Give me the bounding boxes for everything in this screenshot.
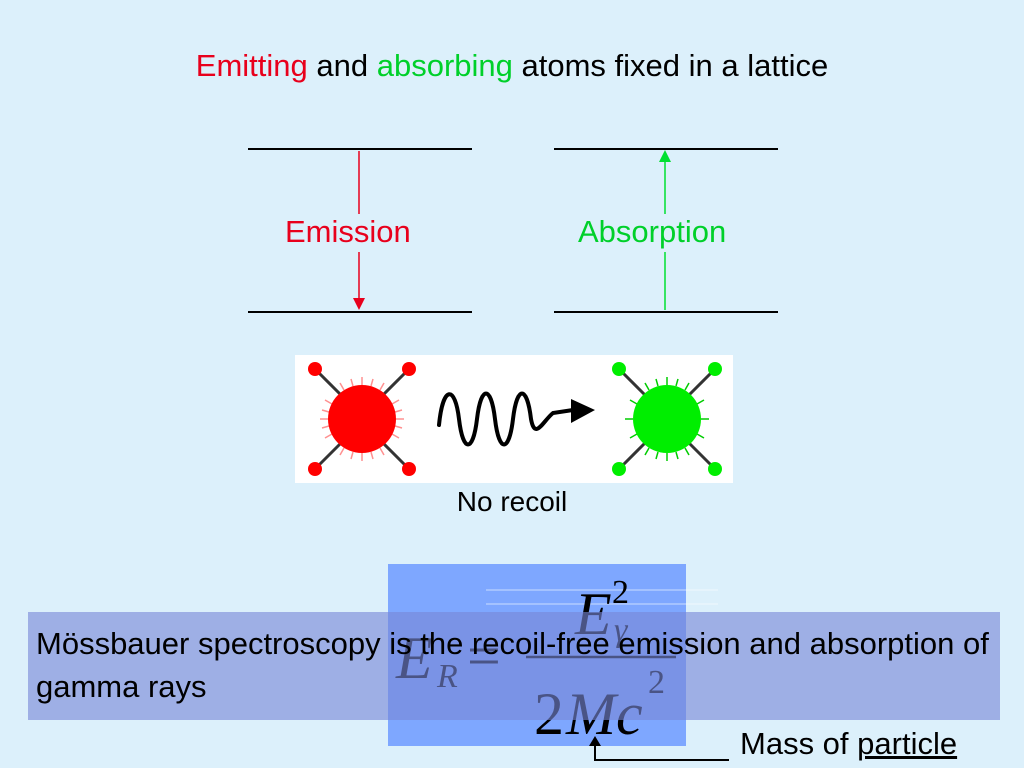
pointer-arrow-icon: [589, 736, 729, 761]
title-and: and: [316, 48, 369, 83]
formula-num-sup: 2: [612, 574, 629, 611]
wave-arrow-icon: [437, 391, 595, 447]
statement-box: [28, 612, 1000, 720]
no-recoil-caption: No recoil: [456, 486, 568, 517]
absorber-atom-icon: [612, 362, 722, 476]
down-arrow-icon: [353, 151, 365, 310]
title-emitting: Emitting: [195, 48, 308, 83]
mass-of-particle-label: Mass of particle: [740, 726, 957, 762]
formula-decoration: [486, 589, 718, 605]
slide-title: Emitting and absorbing atoms fixed in a …: [0, 48, 1024, 84]
mass-label-word: particle: [857, 726, 958, 761]
title-absorbing: absorbing: [376, 48, 513, 83]
up-arrow-icon: [659, 150, 671, 310]
mass-label-prefix: Mass of: [740, 726, 849, 761]
title-rest: atoms fixed in a lattice: [521, 48, 829, 83]
definition-statement: Mössbauer spectroscopy is the recoil-fre…: [36, 626, 989, 704]
atoms-illustration: [295, 355, 733, 483]
emission-label: Emission: [285, 214, 411, 249]
absorption-label: Absorption: [578, 214, 727, 249]
emitter-atom-icon: [308, 362, 416, 476]
